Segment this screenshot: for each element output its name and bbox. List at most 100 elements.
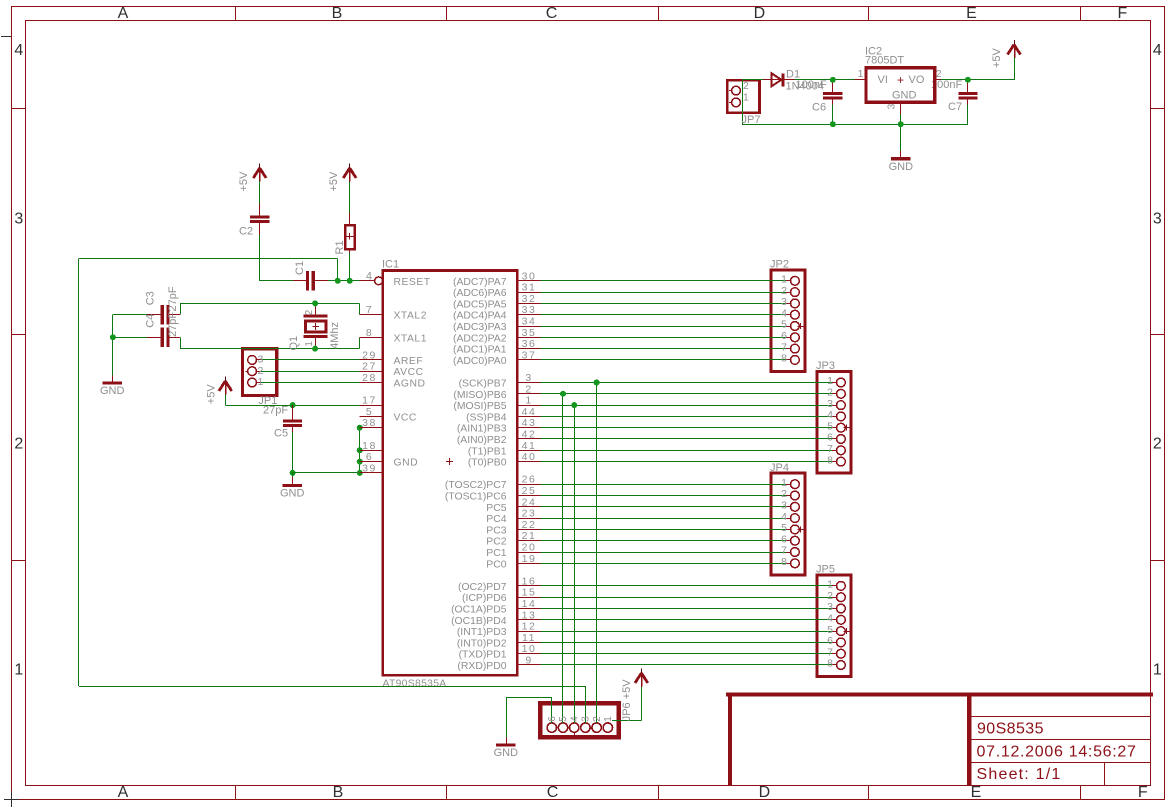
svg-text:IC2: IC2 bbox=[865, 46, 882, 58]
svg-text:90S8535: 90S8535 bbox=[977, 721, 1044, 738]
svg-text:2: 2 bbox=[258, 365, 264, 377]
svg-text:JP1: JP1 bbox=[258, 395, 277, 407]
svg-text:(OC2)PD7: (OC2)PD7 bbox=[458, 582, 507, 593]
svg-text:33: 33 bbox=[522, 304, 537, 316]
svg-text:39: 39 bbox=[362, 462, 377, 474]
svg-text:C7: C7 bbox=[948, 101, 962, 113]
svg-text:JP5: JP5 bbox=[816, 564, 835, 576]
svg-text:RESET: RESET bbox=[394, 277, 431, 288]
svg-text:(TXD)PD1: (TXD)PD1 bbox=[459, 650, 507, 661]
svg-text:1: 1 bbox=[827, 579, 833, 591]
svg-text:5: 5 bbox=[781, 522, 787, 534]
svg-text:(AIN0)PB2: (AIN0)PB2 bbox=[457, 435, 507, 446]
svg-text:(OC1A)PD5: (OC1A)PD5 bbox=[451, 605, 507, 616]
svg-text:19: 19 bbox=[522, 553, 537, 565]
svg-text:(OC1B)PD4: (OC1B)PD4 bbox=[451, 616, 507, 627]
svg-text:6: 6 bbox=[827, 432, 833, 444]
svg-text:26: 26 bbox=[522, 474, 537, 486]
svg-text:(ICP)PD6: (ICP)PD6 bbox=[462, 593, 507, 604]
svg-text:(ADC5)PA5: (ADC5)PA5 bbox=[453, 299, 507, 310]
svg-text:3: 3 bbox=[827, 398, 833, 410]
svg-text:A: A bbox=[118, 5, 129, 22]
svg-text:6: 6 bbox=[547, 716, 558, 722]
svg-text:27pF: 27pF bbox=[263, 405, 288, 417]
svg-text:C6: C6 bbox=[812, 101, 826, 113]
svg-text:8: 8 bbox=[827, 658, 833, 670]
svg-text:2: 2 bbox=[827, 590, 833, 602]
svg-text:11: 11 bbox=[522, 632, 536, 644]
svg-text:24: 24 bbox=[522, 496, 537, 508]
svg-text:25: 25 bbox=[522, 485, 537, 497]
svg-text:E: E bbox=[971, 784, 982, 801]
svg-text:3: 3 bbox=[14, 211, 23, 228]
svg-text:AVCC: AVCC bbox=[394, 367, 424, 378]
svg-text:B: B bbox=[333, 784, 344, 801]
svg-text:C3: C3 bbox=[145, 291, 157, 305]
svg-text:AT90S8535A: AT90S8535A bbox=[383, 678, 447, 689]
svg-text:2: 2 bbox=[781, 488, 787, 500]
svg-text:(SCK)PB7: (SCK)PB7 bbox=[459, 379, 507, 390]
svg-text:PC4: PC4 bbox=[486, 514, 506, 525]
svg-text:C: C bbox=[547, 784, 559, 801]
svg-text:17: 17 bbox=[362, 395, 377, 407]
svg-text:3: 3 bbox=[886, 104, 898, 110]
svg-text:(ADC1)PA1: (ADC1)PA1 bbox=[453, 345, 507, 356]
svg-text:22: 22 bbox=[522, 519, 537, 531]
svg-text:JP4: JP4 bbox=[770, 462, 789, 474]
svg-text:(TOSC1)PC6: (TOSC1)PC6 bbox=[445, 492, 507, 503]
svg-text:+: + bbox=[897, 73, 904, 87]
svg-text:1: 1 bbox=[258, 376, 264, 388]
svg-text:(INT0)PD2: (INT0)PD2 bbox=[457, 638, 507, 649]
svg-text:5: 5 bbox=[558, 716, 569, 722]
svg-text:38: 38 bbox=[362, 417, 377, 429]
svg-text:+5V: +5V bbox=[238, 171, 250, 192]
svg-text:(ADC0)PA0: (ADC0)PA0 bbox=[453, 356, 507, 367]
svg-text:43: 43 bbox=[522, 417, 537, 429]
svg-text:4: 4 bbox=[827, 613, 833, 625]
svg-text:C1: C1 bbox=[294, 261, 306, 275]
svg-text:Sheet: 1/1: Sheet: 1/1 bbox=[977, 766, 1062, 783]
svg-text:27pF: 27pF bbox=[167, 286, 179, 311]
svg-text:2: 2 bbox=[14, 435, 23, 452]
svg-text:31: 31 bbox=[522, 282, 537, 294]
svg-text:4: 4 bbox=[14, 42, 23, 59]
svg-text:21: 21 bbox=[522, 530, 537, 542]
svg-text:16: 16 bbox=[522, 575, 537, 587]
svg-text:(INT1)PD3: (INT1)PD3 bbox=[457, 627, 507, 638]
svg-text:4: 4 bbox=[827, 409, 833, 421]
svg-text:GND: GND bbox=[100, 385, 125, 397]
svg-text:32: 32 bbox=[522, 293, 537, 305]
svg-text:27: 27 bbox=[362, 361, 377, 373]
svg-text:+5V: +5V bbox=[328, 171, 340, 192]
svg-text:2: 2 bbox=[936, 68, 942, 80]
svg-text:3: 3 bbox=[258, 354, 264, 366]
svg-text:(ADC2)PA2: (ADC2)PA2 bbox=[453, 333, 507, 344]
svg-text:1: 1 bbox=[525, 395, 532, 407]
svg-text:JP3: JP3 bbox=[816, 360, 835, 372]
svg-text:29: 29 bbox=[362, 349, 377, 361]
svg-text:PC0: PC0 bbox=[486, 559, 506, 570]
svg-text:07.12.2006 14:56:27: 07.12.2006 14:56:27 bbox=[977, 743, 1137, 760]
svg-text:9: 9 bbox=[525, 655, 532, 667]
svg-text:D: D bbox=[754, 5, 766, 22]
svg-text:3: 3 bbox=[1153, 211, 1162, 228]
svg-text:6: 6 bbox=[781, 330, 787, 342]
svg-text:C4: C4 bbox=[145, 314, 157, 328]
svg-text:15: 15 bbox=[522, 587, 537, 599]
svg-text:D: D bbox=[759, 784, 771, 801]
svg-text:5: 5 bbox=[827, 624, 833, 636]
svg-text:41: 41 bbox=[522, 440, 537, 452]
svg-text:28: 28 bbox=[362, 372, 377, 384]
svg-text:GND: GND bbox=[394, 458, 419, 469]
svg-text:23: 23 bbox=[522, 508, 537, 520]
svg-text:37: 37 bbox=[522, 349, 537, 361]
svg-text:(SS)PB4: (SS)PB4 bbox=[466, 412, 507, 423]
svg-text:VI: VI bbox=[878, 74, 888, 86]
svg-text:VCC: VCC bbox=[394, 412, 417, 423]
svg-text:1N4004: 1N4004 bbox=[786, 80, 825, 92]
svg-text:3: 3 bbox=[781, 296, 787, 308]
svg-text:F: F bbox=[1138, 784, 1148, 801]
svg-text:D1: D1 bbox=[786, 68, 800, 80]
svg-text:6: 6 bbox=[366, 451, 373, 463]
svg-text:1: 1 bbox=[1153, 662, 1162, 679]
